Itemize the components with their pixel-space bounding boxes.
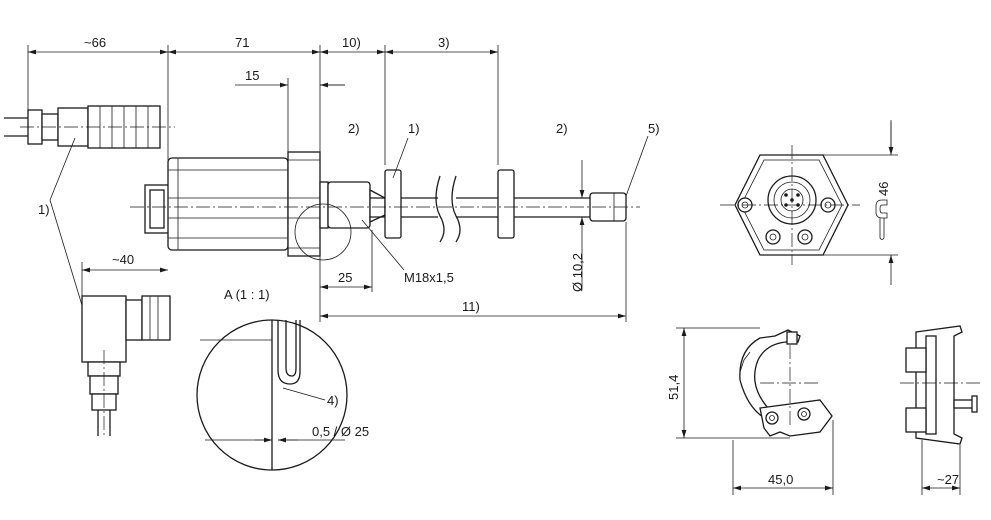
dim-40: ~40 (112, 252, 134, 267)
clamp-front-view (676, 327, 834, 495)
dim-27: ~27 (937, 472, 959, 487)
ref2-b-label: 2) (556, 121, 568, 136)
leader-thread (361, 219, 405, 271)
leader-ref1-flange (392, 137, 409, 179)
dim-71: 71 (235, 35, 249, 50)
ref1-left-label: 1) (38, 202, 50, 217)
ref2-a-label: 2) (348, 121, 360, 136)
ref1-flange-label: 1) (408, 121, 420, 136)
dim-51-4: 51,4 (666, 375, 681, 400)
dim-45-0: 45,0 (768, 472, 793, 487)
thread-label: M18x1,5 (404, 270, 454, 285)
dim-10-2: Ø 10,2 (570, 253, 585, 292)
detail-label: A (1 : 1) (224, 287, 270, 302)
dim-3: 3) (438, 35, 450, 50)
dim-25: 25 (338, 270, 352, 285)
sensor-housing (130, 151, 640, 257)
dim-10: 10) (342, 35, 361, 50)
detail-a-view (196, 319, 348, 471)
ref4-label: 4) (327, 393, 339, 408)
dim-15: 15 (245, 68, 259, 83)
wrench-icon (875, 199, 888, 240)
dim-46: 46 (876, 182, 891, 196)
dim-66: ~66 (84, 35, 106, 50)
ref5-label: 5) (648, 121, 660, 136)
bottom-dims (319, 222, 627, 322)
clamp-side-view (900, 325, 980, 495)
detail-dim-label: 0,5 / Ø 25 (312, 424, 369, 439)
top-dimension-chain (27, 45, 499, 165)
front-view-hex (720, 120, 898, 285)
angled-connector (81, 262, 171, 438)
detail-marker-circle (294, 203, 352, 261)
leader-ref5 (625, 135, 649, 197)
straight-connector (4, 105, 175, 149)
dim-11: 11) (462, 299, 480, 314)
